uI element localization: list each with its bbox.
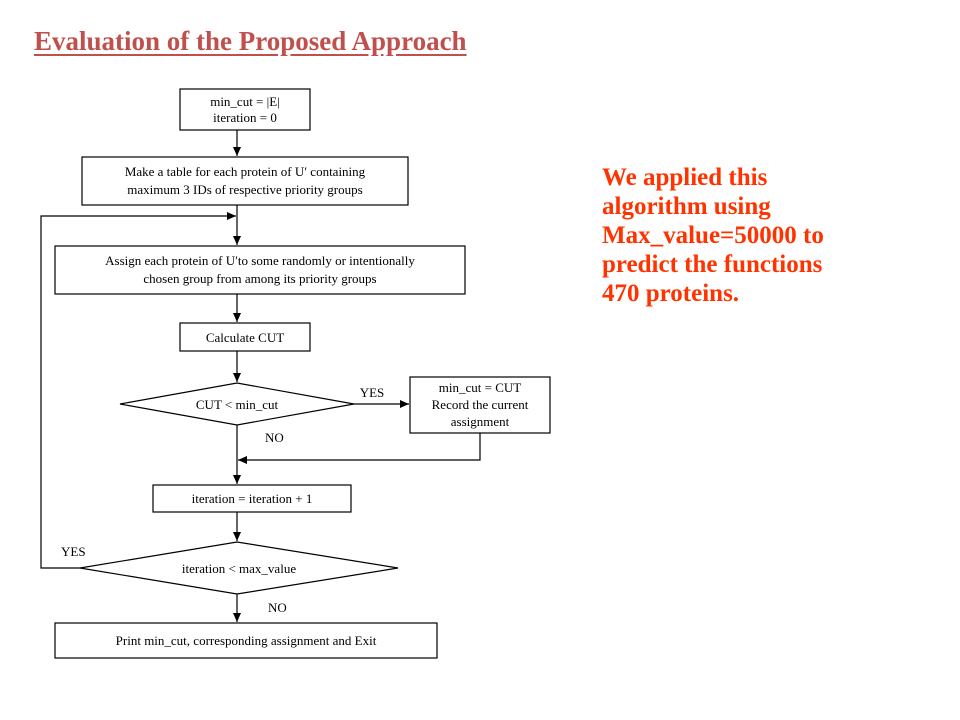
- yes-2-label: YES: [61, 544, 86, 559]
- init-line-1: min_cut = |E|: [210, 94, 280, 109]
- assign-line-1: Assign each protein of U′to some randoml…: [105, 253, 415, 268]
- increment-box: [152, 484, 352, 513]
- no-1-label: NO: [265, 430, 284, 445]
- note-line: Max_value=50000 to: [602, 222, 824, 249]
- decision-2-label: iteration < max_value: [182, 561, 296, 576]
- assign-line-2: chosen group from among its priority gro…: [143, 271, 376, 286]
- increment-label: iteration = iteration + 1: [192, 491, 313, 506]
- no-2-label: NO: [268, 600, 287, 615]
- yes-1-label: YES: [360, 385, 385, 400]
- decision-1-label: CUT < min_cut: [196, 397, 279, 412]
- calc-label: Calculate CUT: [206, 330, 284, 345]
- exit-label: Print min_cut, corresponding assignment …: [116, 633, 377, 648]
- loop-connector: [40, 212, 236, 569]
- decision-2-diamond: [79, 541, 399, 595]
- note-line: 470 proteins.: [602, 280, 740, 307]
- note-line: algorithm using: [602, 193, 771, 220]
- table-line-1: Make a table for each protein of U′ cont…: [125, 164, 366, 179]
- note-line: predict the functions: [602, 251, 823, 278]
- init-line-2: iteration = 0: [213, 110, 277, 125]
- calc-box: [179, 322, 311, 352]
- assign-box: [54, 245, 466, 295]
- page-title: Evaluation of the Proposed Approach: [34, 26, 467, 56]
- note-line: We applied this: [602, 164, 768, 191]
- record-line-3: assignment: [451, 414, 510, 429]
- record-line-2: Record the current: [432, 397, 529, 412]
- return-connector: [238, 433, 481, 464]
- table-line-2: maximum 3 IDs of respective priority gro…: [127, 182, 362, 197]
- record-box: [409, 376, 551, 434]
- table-box: [81, 156, 409, 206]
- record-line-1: min_cut = CUT: [439, 380, 521, 395]
- init-box: [179, 88, 311, 131]
- exit-box: [54, 622, 438, 659]
- summary-note: We applied this algorithm using Max_valu…: [602, 163, 942, 308]
